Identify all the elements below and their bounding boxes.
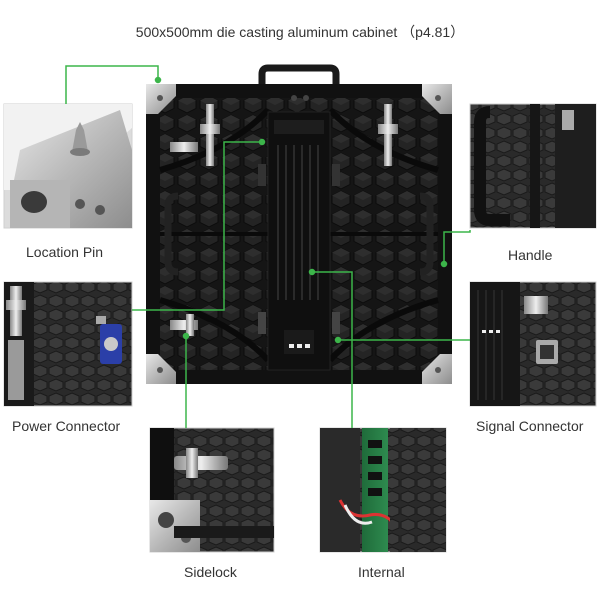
inset-power-connector	[3, 281, 133, 407]
sidelock-bottom-left	[170, 314, 198, 336]
inset-internal	[319, 427, 447, 553]
label-location-pin: Location Pin	[26, 244, 104, 260]
side-handle-left	[164, 192, 179, 276]
signal-connector-socket	[332, 312, 340, 334]
sidelock-top-left	[170, 104, 220, 166]
sidelock-top-right	[378, 104, 398, 166]
handle-icon	[474, 106, 510, 226]
label-handle: Handle	[508, 247, 553, 263]
label-internal: Internal	[358, 564, 405, 580]
power-connector-socket	[258, 164, 266, 186]
inset-signal-connector	[469, 281, 597, 407]
leader-power-connector	[132, 141, 262, 311]
label-sidelock: Sidelock	[184, 564, 237, 580]
location-pin-icon	[72, 122, 88, 152]
leader-lines	[65, 65, 471, 428]
leader-location-pin	[65, 65, 159, 104]
side-handle-right	[419, 192, 434, 276]
leader-handle	[443, 230, 471, 262]
top-handle	[258, 64, 340, 92]
inset-sidelock	[149, 427, 275, 553]
sidelock-icon	[174, 456, 228, 470]
cabinet	[146, 64, 452, 384]
inset-handle	[469, 103, 597, 229]
label-signal-connector: Signal Connector	[476, 418, 584, 434]
leader-internal	[312, 271, 353, 428]
diagram-title: 500x500mm die casting aluminum cabinet （…	[135, 24, 465, 40]
inset-location-pin	[3, 103, 133, 229]
label-power-connector: Power Connector	[12, 418, 121, 434]
